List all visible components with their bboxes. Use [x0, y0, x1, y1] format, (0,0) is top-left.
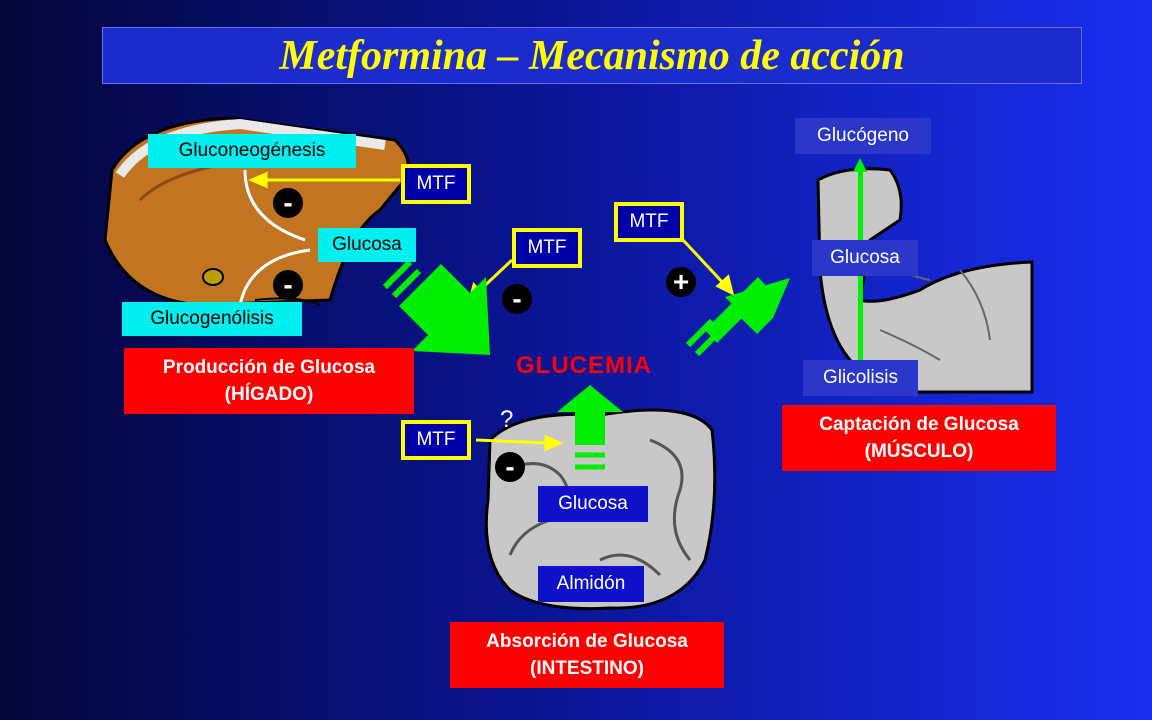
- plus-sign-muscle: +: [666, 266, 696, 297]
- muscle-caption-line1: Captación de Glucosa: [819, 414, 1019, 435]
- muscle-caption-line2: (MÚSCULO): [864, 441, 974, 462]
- glycogenolysis-label: Glucogenólisis: [122, 302, 302, 336]
- liver-caption-line1: Producción de Glucosa: [162, 357, 376, 378]
- liver-glucose-label: Glucosa: [318, 228, 416, 262]
- minus-sign-intestine: -: [495, 451, 525, 482]
- mtf-box-intestine: MTF: [401, 420, 471, 460]
- glycemia-label: GLUCEMIA: [516, 352, 652, 379]
- minus-sign-gluconeogenesis: -: [273, 187, 303, 218]
- liver-caption: Producción de Glucosa (HÍGADO): [124, 348, 414, 414]
- intestine-caption-line1: Absorción de Glucosa: [486, 631, 688, 652]
- muscle-caption: Captación de Glucosa (MÚSCULO): [782, 405, 1056, 471]
- starch-label: Almidón: [538, 566, 644, 602]
- mtf-box-muscle: MTF: [614, 202, 684, 242]
- gluconeogenesis-label: Gluconeogénesis: [148, 134, 356, 168]
- title-banner: Metformina – Mecanismo de acción: [102, 27, 1082, 84]
- green-arrows: [382, 158, 867, 470]
- intestine-glucose-label: Glucosa: [538, 486, 648, 522]
- slide-title: Metformina – Mecanismo de acción: [279, 32, 905, 79]
- mtf-box-glycemia: MTF: [512, 228, 582, 268]
- glycogen-label: Glucógeno: [795, 118, 931, 154]
- liver-caption-line2: (HÍGADO): [224, 384, 314, 405]
- intestine-caption: Absorción de Glucosa (INTESTINO): [450, 622, 724, 688]
- minus-sign-glycogenolysis: -: [273, 269, 303, 300]
- mtf-box-liver: MTF: [401, 164, 471, 204]
- minus-sign-glycemia: -: [502, 283, 532, 314]
- question-mark: ?: [500, 406, 514, 433]
- intestine-caption-line2: (INTESTINO): [530, 658, 644, 679]
- glycolysis-label: Glicolisis: [803, 360, 918, 396]
- muscle-illustration: [816, 167, 1034, 394]
- muscle-glucose-label: Glucosa: [812, 240, 918, 276]
